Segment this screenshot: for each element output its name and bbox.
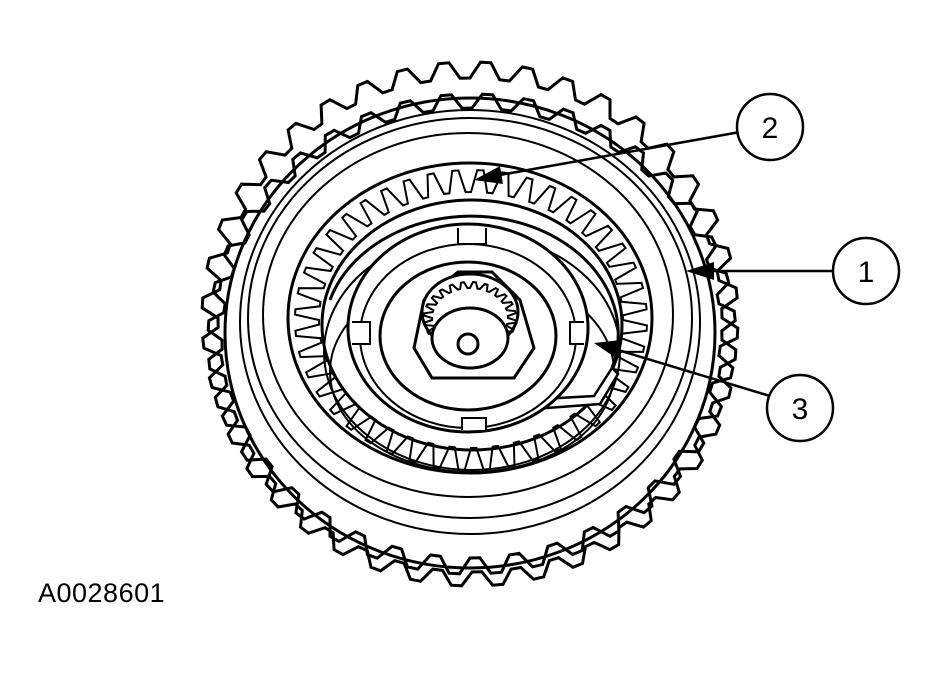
hub-tab-right [569,321,584,345]
callout-1-number: 1 [858,256,875,289]
leader-1 [686,262,834,280]
drum-face-ring [262,132,674,498]
drum-rim-inner-2 [247,117,693,519]
plate-outer-edge [286,161,654,475]
shaft-bore [456,332,480,356]
hub-tab-bottom [461,417,487,430]
plate-teeth-row [294,169,648,471]
drum-teeth-front [200,60,740,576]
callout-3: 3 [765,373,835,443]
drum-outer-teeth [200,60,740,588]
leader-3 [594,340,771,398]
drum-rim-inner-1 [239,109,701,535]
figure-id: A0028601 [38,578,166,608]
callout-1: 1 [831,236,901,306]
drum-outer-rim [223,96,717,570]
snap-ring [328,214,620,369]
hub-tab-top [457,228,487,245]
plate-inner-edge [320,198,624,452]
callout-2: 2 [735,92,805,162]
leader-2 [474,130,741,184]
drum-teeth-back [206,92,738,588]
callout-3-number: 3 [792,393,809,426]
plate-inner-teeth [294,169,648,471]
hub-tab-left [352,321,371,345]
callout-2-number: 2 [762,112,779,145]
